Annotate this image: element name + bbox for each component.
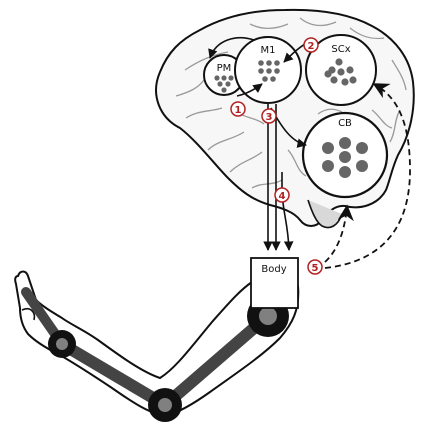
svg-text:5: 5 — [312, 263, 319, 274]
scx-label: SCx — [331, 44, 350, 55]
svg-text:3: 3 — [266, 112, 273, 123]
elbow-joint — [148, 388, 182, 422]
body-label: Body — [261, 264, 286, 275]
wrist-joint — [48, 330, 76, 358]
marker-2: 2 — [304, 38, 318, 52]
svg-text:4: 4 — [279, 191, 286, 202]
m1-label: M1 — [261, 45, 276, 56]
marker-4: 4 — [275, 188, 289, 202]
pm-label: PM — [217, 63, 232, 74]
marker-3: 3 — [262, 109, 276, 123]
marker-1: 1 — [231, 102, 245, 116]
region-cb: CB — [303, 113, 387, 197]
body-box: Body — [251, 258, 298, 308]
svg-text:2: 2 — [308, 41, 315, 52]
cb-label: CB — [338, 118, 352, 129]
svg-text:1: 1 — [235, 105, 242, 116]
marker-5: 5 — [308, 260, 322, 274]
